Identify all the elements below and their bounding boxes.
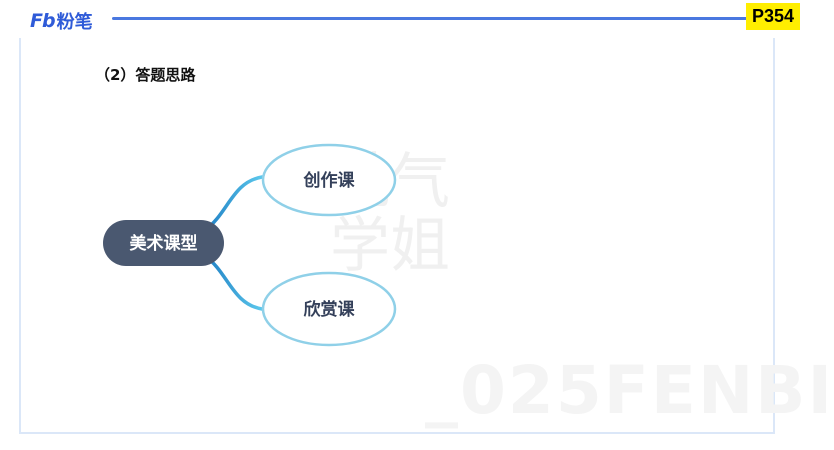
logo-mark: Fb (30, 10, 56, 32)
branch-line-upper (203, 175, 264, 232)
child-node-label: 欣赏课 (304, 299, 356, 320)
header-divider (112, 17, 748, 20)
mind-map: 美术课型 创作课 欣赏课 (103, 143, 397, 347)
child-node-label: 创作课 (303, 170, 356, 191)
branch-line-lower (203, 254, 264, 311)
logo-text: 粉笔 (56, 12, 93, 33)
child-node-appreciation: 欣赏课 (261, 271, 397, 347)
child-node-creation: 创作课 (261, 143, 397, 217)
fenbi-logo: Fb 粉笔 (30, 9, 93, 33)
root-node-label: 美术课型 (130, 233, 198, 254)
content-frame (19, 38, 775, 434)
section-heading: （2）答题思路 (95, 66, 196, 84)
root-node: 美术课型 (103, 220, 224, 266)
page-number-badge: P354 (746, 3, 800, 30)
